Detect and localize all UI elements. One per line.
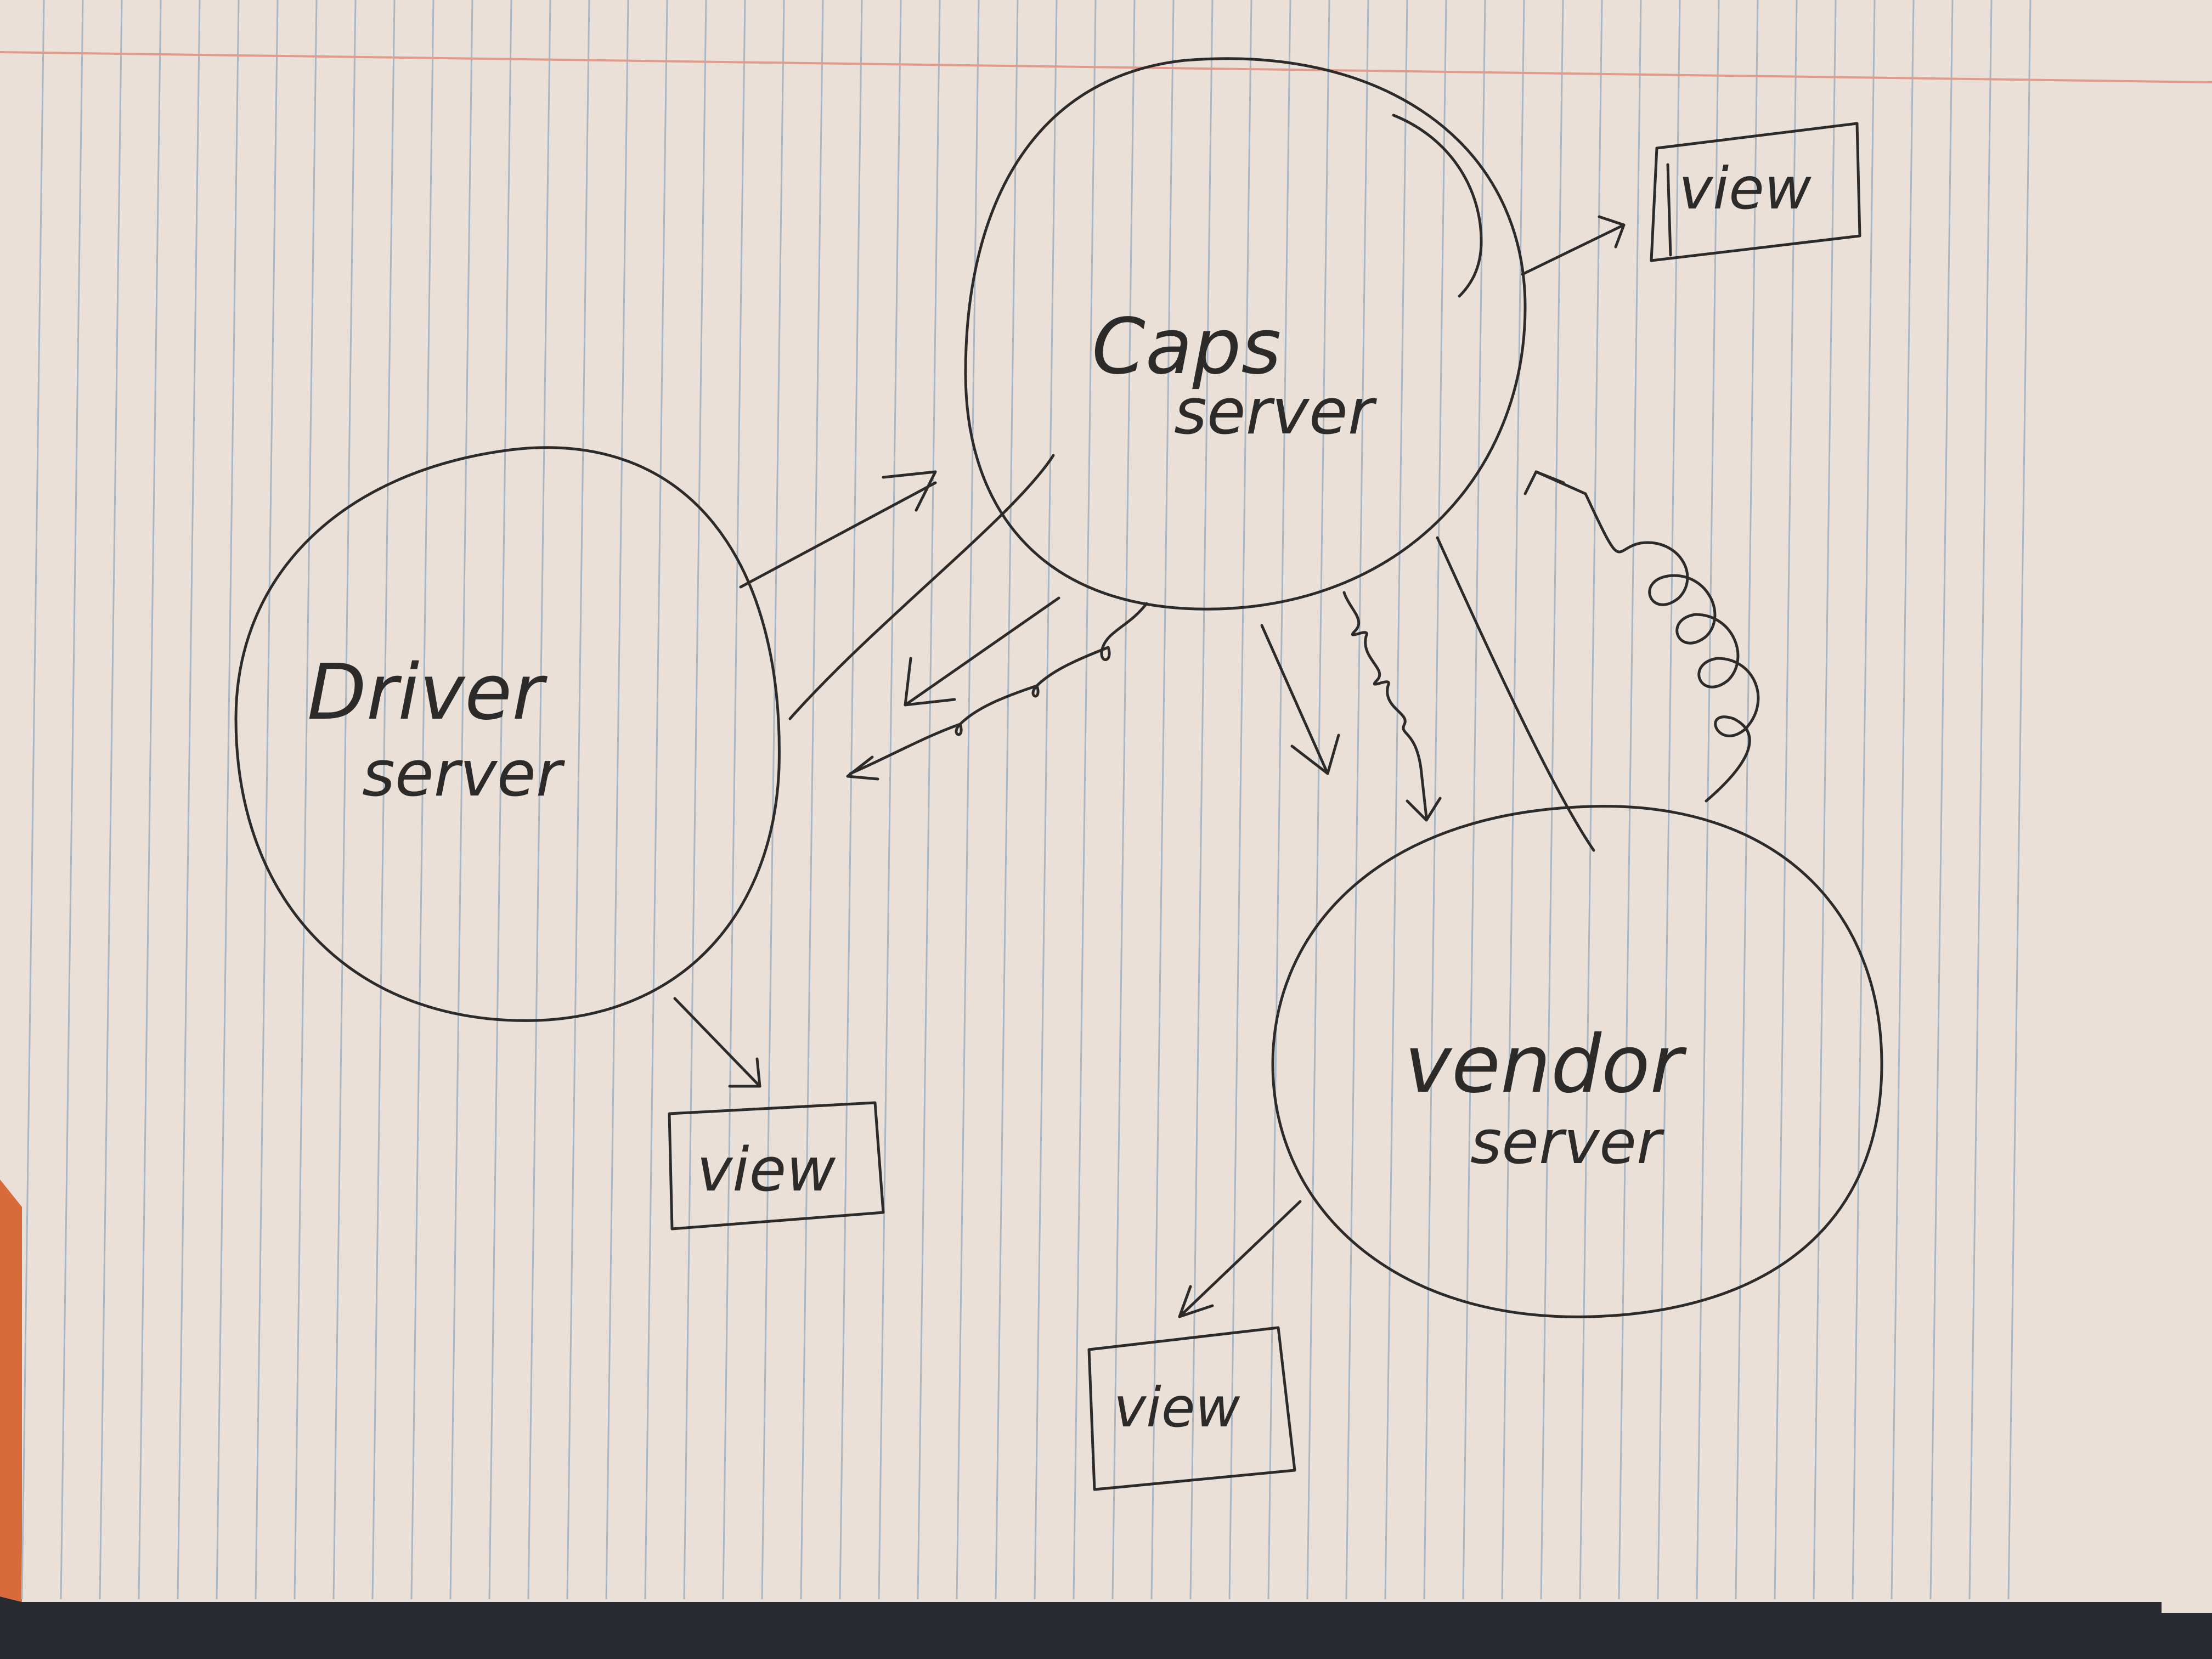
squiggle-caps-to-driver [846, 602, 1148, 781]
arrow-caps-to-driver [788, 454, 1055, 720]
rule-line [294, 0, 318, 1600]
rule-line [255, 0, 279, 1600]
rule-line [1384, 0, 1408, 1600]
vendor-server-subtitle: server [1470, 1107, 1664, 1177]
rule-line [410, 0, 435, 1600]
rule-line [800, 0, 824, 1600]
line-caps-to-vendor [1436, 536, 1595, 852]
rule-line [449, 0, 473, 1600]
rule-line [644, 0, 668, 1600]
rule-line [177, 0, 201, 1600]
ruled-lines [21, 0, 2032, 1600]
pad-edge [0, 1180, 22, 1602]
arrow-caps-down-left [904, 596, 1060, 707]
rule-line [138, 0, 162, 1600]
rule-line [1852, 0, 1876, 1600]
rule-line [332, 0, 357, 1600]
caps-server-circle [964, 57, 1527, 611]
vendor-view-label: view [1114, 1375, 1240, 1440]
rule-line [488, 0, 512, 1600]
rule-line [1306, 0, 1330, 1600]
rule-line [1929, 0, 1954, 1600]
driver-view-box: view [668, 1101, 885, 1231]
vendor-server-circle [1271, 805, 1883, 1318]
rule-line [1423, 0, 1447, 1600]
rule-line [683, 0, 707, 1600]
rule-line [60, 0, 84, 1600]
rule-line [1501, 0, 1525, 1600]
rule-line [21, 0, 45, 1600]
vendor-view-box: view [1087, 1326, 1296, 1491]
rule-line [1345, 0, 1369, 1600]
rule-line [1150, 0, 1175, 1600]
driver-view-label: view [697, 1135, 836, 1205]
paper-sheet [0, 0, 2212, 1613]
rule-line [1968, 0, 1993, 1600]
rule-line [1034, 0, 1058, 1600]
caps-view-box: view [1650, 122, 1861, 262]
rule-line [1073, 0, 1097, 1600]
rule-line [2007, 0, 2032, 1600]
arrow-caps-to-vendor [1260, 624, 1340, 775]
rule-line [722, 0, 746, 1600]
driver-server-circle [234, 446, 781, 1022]
rule-line [216, 0, 240, 1600]
rule-line [1189, 0, 1214, 1600]
caps-server-title: Caps [1092, 302, 1281, 392]
squiggle-caps-to-vendor [1342, 591, 1442, 822]
caps-server-inner-stroke [1392, 114, 1483, 298]
arrow-caps-to-view [1521, 215, 1626, 276]
caps-view-label: view [1679, 155, 1812, 222]
rule-line [1618, 0, 1642, 1600]
rule-line [761, 0, 785, 1600]
rule-line [1462, 0, 1486, 1600]
driver-server-subtitle: server [362, 737, 566, 811]
rule-line [1891, 0, 1915, 1600]
rule-line [839, 0, 863, 1600]
vendor-server-title: vendor [1404, 1018, 1688, 1111]
caps-server-subtitle: server [1174, 375, 1378, 449]
arrow-driver-to-view [673, 997, 761, 1088]
rule-line [605, 0, 629, 1600]
rule-line [1813, 0, 1837, 1600]
rule-line [1267, 0, 1291, 1600]
rule-line [1579, 0, 1603, 1600]
rule-line [1774, 0, 1798, 1600]
rule-line [995, 0, 1019, 1600]
rule-line [1540, 0, 1564, 1600]
rule-line [1657, 0, 1681, 1600]
squiggle-vendor-to-caps [1523, 470, 1760, 803]
margin-line [0, 51, 2212, 83]
rule-line [1735, 0, 1759, 1600]
arrow-vendor-to-view [1178, 1200, 1302, 1318]
driver-server-title: Driver [307, 648, 548, 737]
rule-line [371, 0, 396, 1600]
rule-line [566, 0, 590, 1600]
rule-line [99, 0, 123, 1600]
rule-line [917, 0, 941, 1600]
rule-line [1111, 0, 1136, 1600]
arrow-driver-to-caps [739, 470, 937, 589]
rule-line [878, 0, 902, 1600]
rule-line [527, 0, 551, 1600]
